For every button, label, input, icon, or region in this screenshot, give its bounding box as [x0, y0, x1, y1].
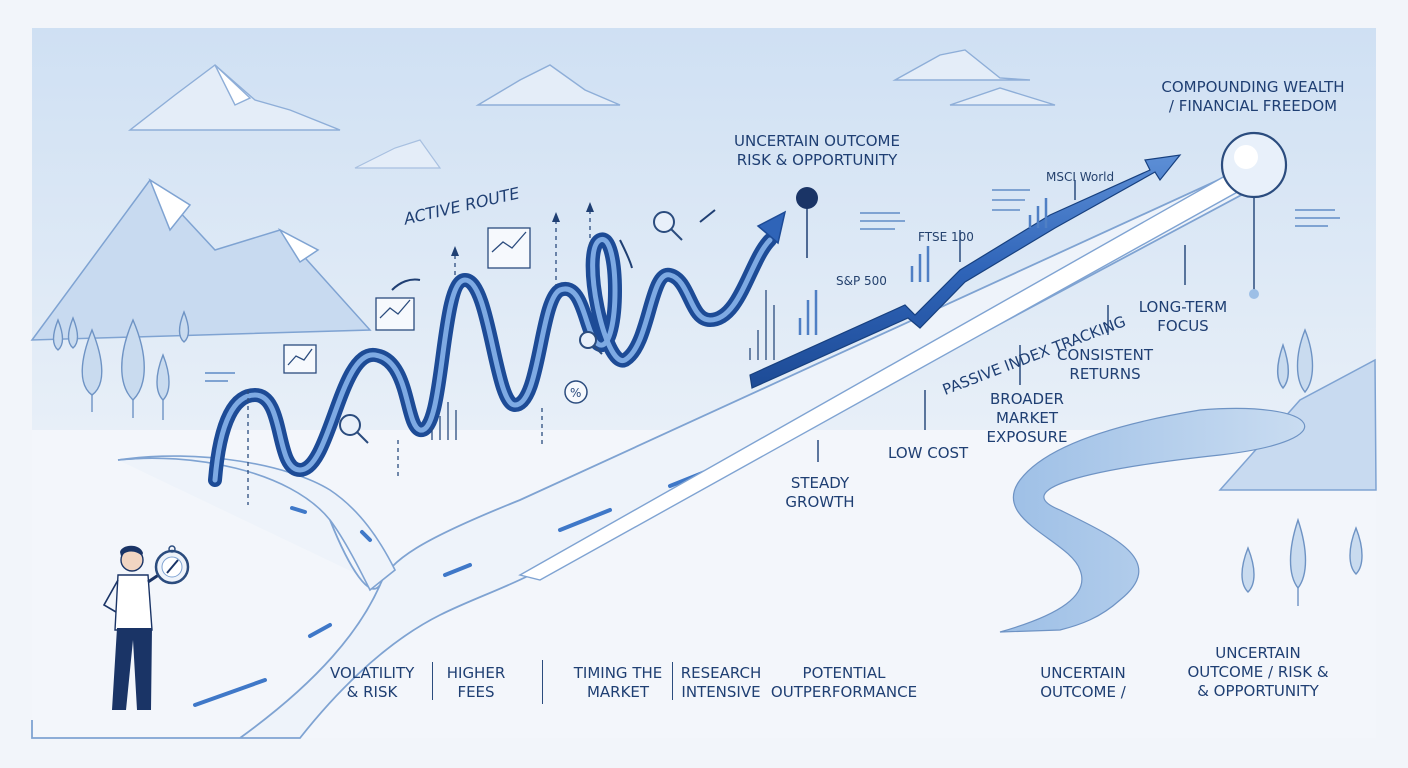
- uncertain-line1: UNCERTAIN: [1040, 664, 1126, 682]
- timing-line2: MARKET: [586, 683, 650, 701]
- broader-line2: MARKET: [995, 409, 1059, 427]
- long-term-line2: FOCUS: [1157, 317, 1209, 335]
- goal-line1: COMPOUNDING WEALTH: [1161, 78, 1345, 96]
- passive-bar-icons: [798, 198, 1048, 335]
- uncertain-top-line2: RISK & OPPORTUNITY: [736, 151, 898, 169]
- divider-2: [542, 660, 543, 704]
- curved-arrows: [391, 209, 716, 291]
- fees-line1: HIGHER: [446, 664, 506, 682]
- mountains-left: [30, 178, 372, 341]
- volatility-line1: VOLATILITY: [330, 664, 415, 682]
- label-ftse100: FTSE 100: [918, 230, 974, 244]
- active-arrow-head: [756, 210, 787, 245]
- divider-3: [672, 662, 673, 700]
- divider-1: [432, 662, 433, 700]
- mountains-small: [354, 139, 442, 169]
- research-line2: INTENSIVE: [681, 683, 761, 701]
- corner-line3: & OPPORTUNITY: [1197, 682, 1319, 700]
- uncertain-top-line1: UNCERTAIN OUTCOME: [734, 132, 900, 150]
- bottom-volatility-risk: VOLATILITY & RISK: [330, 664, 414, 702]
- bottom-timing-market: TIMING THE MARKET: [566, 664, 670, 702]
- bottom-uncertain-outcome: UNCERTAIN OUTCOME /: [1030, 664, 1136, 702]
- bottom-research-intensive: RESEARCH INTENSIVE: [676, 664, 766, 702]
- text-line-icons: [205, 189, 1340, 382]
- trees-left: [52, 310, 190, 420]
- consistent-line1: CONSISTENT: [1057, 346, 1153, 364]
- broader-line3: EXPOSURE: [986, 428, 1068, 446]
- pointer-lines: [817, 180, 1186, 462]
- trees-right: [1241, 328, 1363, 606]
- volatility-line2: & RISK: [346, 683, 398, 701]
- label-goal: COMPOUNDING WEALTH / FINANCIAL FREEDOM: [1148, 78, 1358, 116]
- uncertain-line2: OUTCOME /: [1040, 683, 1126, 701]
- uncertain-pin: [796, 187, 818, 209]
- consistent-line2: RETURNS: [1069, 365, 1141, 383]
- bottom-higher-fees: HIGHER FEES: [440, 664, 512, 702]
- corner-line2: OUTCOME / RISK &: [1187, 663, 1329, 681]
- mountains-top-center: [475, 49, 1056, 106]
- svg-text:%: %: [570, 386, 581, 400]
- label-msci-world: MSCI World: [1046, 170, 1115, 184]
- river: [999, 407, 1306, 633]
- passive-growth-arrow: [749, 154, 1182, 389]
- potential-line1: POTENTIAL: [802, 664, 886, 682]
- person-with-compass: [102, 545, 190, 710]
- label-low-cost: LOW COST: [888, 444, 969, 462]
- steady-line1: STEADY: [790, 474, 850, 492]
- corner-uncertain-block: UNCERTAIN OUTCOME / RISK & & OPPORTUNITY: [1166, 644, 1350, 701]
- label-consistent-returns: CONSISTENT RETURNS: [1050, 346, 1160, 384]
- broader-line1: BROADER: [990, 390, 1064, 408]
- timing-line1: TIMING THE: [573, 664, 663, 682]
- label-broader-exposure: BROADER MARKET EXPOSURE: [972, 390, 1082, 447]
- percent-icon: [564, 380, 588, 404]
- fees-line2: FEES: [457, 683, 495, 701]
- goal-line2: / FINANCIAL FREEDOM: [1168, 97, 1338, 115]
- potential-line2: OUTPERFORMANCE: [770, 683, 918, 701]
- mini-chart-icons: [283, 227, 775, 440]
- corner-title: UNCERTAIN: [1215, 644, 1301, 662]
- label-steady-growth: STEADY GROWTH: [770, 474, 870, 512]
- long-term-line1: LONG-TERM: [1138, 298, 1228, 316]
- research-line1: RESEARCH: [680, 664, 762, 682]
- label-sp500: S&P 500: [836, 274, 887, 288]
- label-long-term: LONG-TERM FOCUS: [1128, 298, 1238, 336]
- magnifier-icon: [339, 211, 683, 444]
- bottom-potential-outperformance: POTENTIAL OUTPERFORMANCE: [770, 664, 918, 702]
- active-dashed-guides: [247, 210, 591, 505]
- up-arrows: [451, 202, 594, 256]
- steady-line2: GROWTH: [785, 493, 855, 511]
- label-uncertain-top: UNCERTAIN OUTCOME RISK & OPPORTUNITY: [722, 132, 912, 170]
- road-left-branch: [117, 455, 397, 592]
- mountains-top-left: [127, 64, 341, 131]
